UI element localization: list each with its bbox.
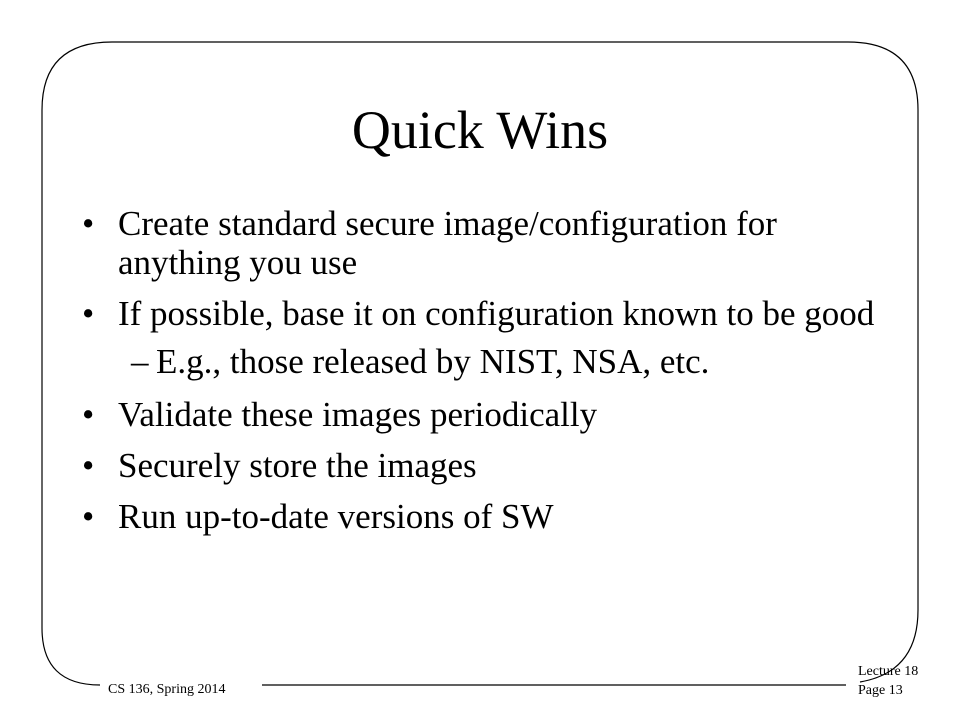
sub-bullet-item: – E.g., those released by NIST, NSA, etc… [80,342,880,381]
bullet-text: If possible, base it on configuration kn… [118,294,875,333]
bullet-item: • If possible, base it on configuration … [80,294,880,333]
page-info: Lecture 18 Page 13 [858,662,918,700]
dash-marker: – [131,342,149,381]
bullet-item: • Validate these images periodically [80,395,880,434]
bullet-item: • Securely store the images [80,446,880,485]
bullet-marker: • [82,446,95,485]
bullet-text: Create standard secure image/configurati… [118,204,777,282]
course-label: CS 136, Spring 2014 [108,682,226,697]
slide-title: Quick Wins [351,100,609,160]
lecture-label: Lecture 18 [858,664,919,679]
bullet-text: Run up-to-date versions of SW [118,497,554,536]
bullet-marker: • [82,395,95,434]
bullet-marker: • [82,497,95,536]
page-number: Page 13 [858,683,903,698]
bullet-text: Securely store the images [118,446,477,485]
sub-bullet-text: E.g., those released by NIST, NSA, etc. [156,342,710,381]
bullet-marker: • [82,294,95,333]
slide-border [41,41,919,686]
bullet-list: • Create standard secure image/configura… [80,204,880,548]
bullet-item: • Run up-to-date versions of SW [80,497,880,536]
bullet-marker: • [82,204,95,243]
bullet-item: • Create standard secure image/configura… [80,204,880,282]
bullet-text: Validate these images periodically [118,395,598,434]
